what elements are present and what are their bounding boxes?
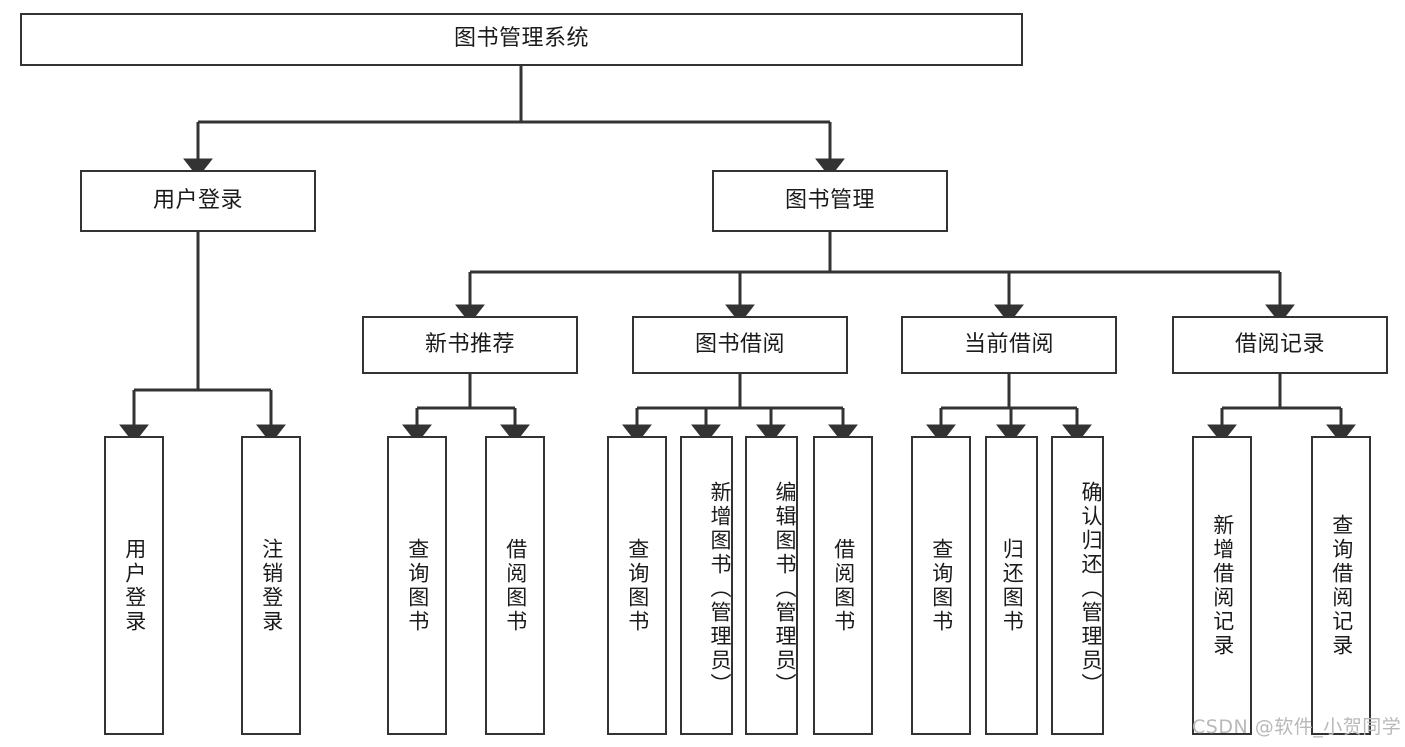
- node-leaf-edit-book-admin[interactable]: 编辑图书（管理员）: [745, 436, 798, 735]
- node-leaf-add-book-admin[interactable]: 新增图书（管理员）: [680, 436, 733, 735]
- node-level1-user-login[interactable]: 用户登录: [80, 170, 316, 232]
- node-level2-current-borrow[interactable]: 当前借阅: [901, 316, 1117, 374]
- node-leaf-query-borrow-record[interactable]: 查询借阅记录: [1311, 436, 1371, 735]
- node-level2-new-book-recommend[interactable]: 新书推荐: [362, 316, 578, 374]
- node-level2-book-borrow[interactable]: 图书借阅: [632, 316, 848, 374]
- node-leaf-add-borrow-record[interactable]: 新增借阅记录: [1192, 436, 1252, 735]
- node-leaf-query-book-recommend[interactable]: 查询图书: [387, 436, 447, 735]
- csdn-watermark: CSDN @软件_小贺同学: [1192, 716, 1402, 738]
- node-leaf-borrow-book[interactable]: 借阅图书: [813, 436, 873, 735]
- node-leaf-query-book-current[interactable]: 查询图书: [911, 436, 971, 735]
- node-leaf-borrow-book-recommend[interactable]: 借阅图书: [485, 436, 545, 735]
- node-level1-book-management[interactable]: 图书管理: [712, 170, 948, 232]
- node-leaf-user-login[interactable]: 用户登录: [104, 436, 164, 735]
- node-leaf-logout[interactable]: 注销登录: [241, 436, 301, 735]
- node-leaf-return-book[interactable]: 归还图书: [985, 436, 1038, 735]
- node-level2-borrow-record[interactable]: 借阅记录: [1172, 316, 1388, 374]
- node-root[interactable]: 图书管理系统: [20, 13, 1023, 66]
- node-leaf-query-book-borrow[interactable]: 查询图书: [607, 436, 667, 735]
- node-leaf-confirm-return-admin[interactable]: 确认归还（管理员）: [1051, 436, 1104, 735]
